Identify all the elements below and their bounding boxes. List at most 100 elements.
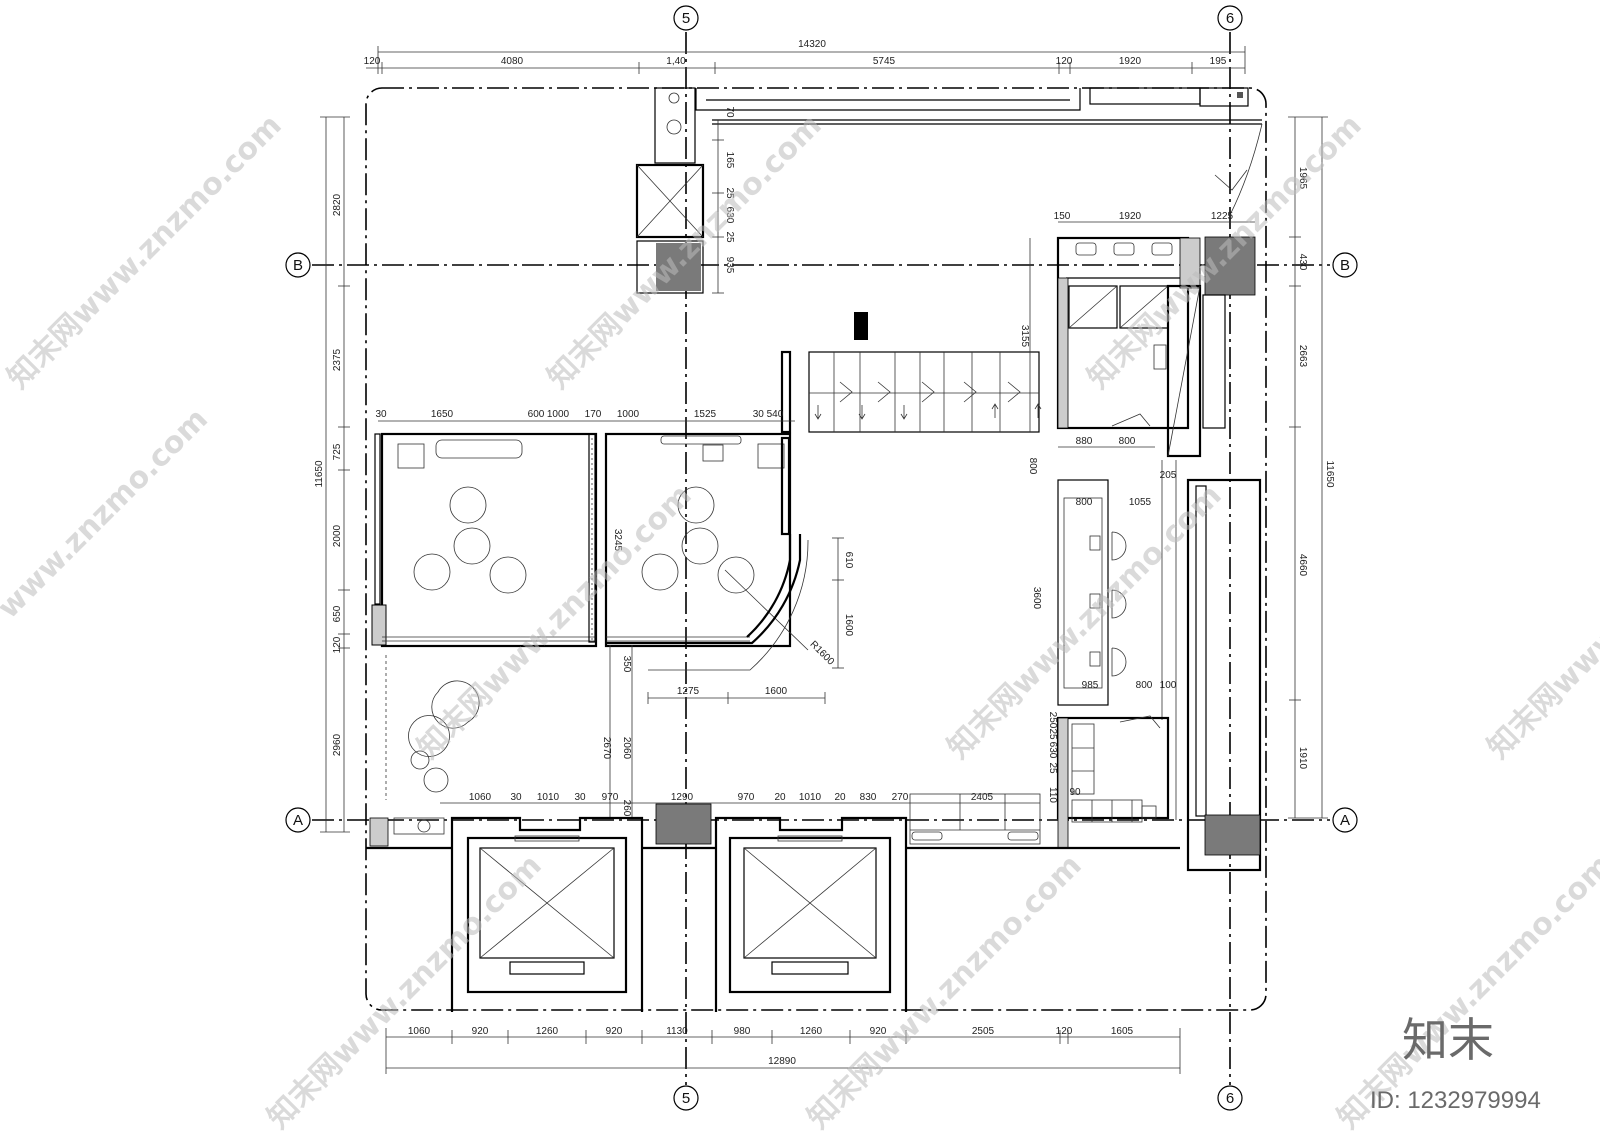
grid-bubble-5-bottom: 5 (673, 1085, 699, 1111)
svg-text:120: 120 (332, 636, 343, 653)
svg-text:知末网www.znzmo.com: 知末网www.znzmo.com (1481, 478, 1600, 766)
svg-text:970: 970 (738, 792, 755, 803)
svg-text:430: 430 (1297, 254, 1308, 271)
planter (385, 655, 480, 800)
svg-text:1,40: 1,40 (666, 56, 686, 67)
svg-text:20: 20 (834, 792, 846, 803)
svg-text:880: 880 (1076, 436, 1093, 447)
svg-text:1010: 1010 (799, 792, 822, 803)
north-wall (695, 87, 1263, 216)
svg-text:3245: 3245 (612, 529, 623, 552)
svg-text:2820: 2820 (332, 193, 343, 216)
top-dimension-chain: 14320 120 4080 1,40 5745 120 1920 195 (364, 39, 1246, 74)
svg-text:1275: 1275 (677, 686, 700, 697)
lift-shaft-2 (714, 816, 908, 1012)
svg-text:1525: 1525 (694, 409, 717, 420)
svg-text:1055: 1055 (1129, 497, 1152, 508)
svg-text:170: 170 (585, 409, 602, 420)
svg-text:11650: 11650 (1324, 460, 1335, 488)
svg-text:25: 25 (1047, 728, 1058, 740)
svg-text:1600: 1600 (843, 614, 854, 637)
svg-text:110: 110 (1047, 787, 1058, 803)
svg-text:70: 70 (724, 106, 735, 118)
svg-text:1260: 1260 (800, 1026, 823, 1037)
pantry: 250 25 630 25 110 90 (1047, 712, 1170, 849)
grid-lines (312, 32, 1330, 1085)
curved-wall: 610 1600 R1600 1275 1600 (606, 534, 854, 704)
svg-text:120: 120 (1056, 1026, 1073, 1037)
svg-text:2670: 2670 (601, 737, 612, 760)
svg-text:B: B (293, 257, 303, 274)
svg-text:5: 5 (682, 1090, 690, 1107)
svg-text:14320: 14320 (798, 39, 826, 50)
svg-text:1000: 1000 (547, 409, 570, 420)
svg-text:1130: 1130 (666, 1026, 688, 1037)
wc-block: 150 1920 1225 880 800 (1054, 211, 1256, 448)
svg-text:知末: 知末 (1402, 1013, 1494, 1067)
svg-text:1000: 1000 (617, 409, 640, 420)
svg-text:165: 165 (724, 152, 735, 169)
svg-text:725: 725 (332, 443, 343, 460)
svg-text:100: 100 (1160, 680, 1177, 691)
svg-text:1965: 1965 (1297, 167, 1308, 190)
south-wall-dimensions: 1060 30 1010 30 970 1290 970 20 1010 20 … (440, 792, 1040, 804)
mid-dimension-chain: 350 2670 2060 260 (601, 645, 633, 820)
svg-text:1605: 1605 (1111, 1026, 1134, 1037)
svg-text:1600: 1600 (765, 686, 788, 697)
svg-text:A: A (293, 812, 303, 829)
brand-logo: 知末 (1402, 1013, 1494, 1067)
left-dimension-chain: 2820 2375 725 2000 650 120 2960 11650 (314, 116, 350, 833)
svg-text:知末网www.znzmo.com: 知末网www.znzmo.com (261, 848, 549, 1131)
svg-text:知末网www.znzmo.com: 知末网www.znzmo.com (411, 478, 699, 766)
grid-bubble-6-top: 6 (1217, 5, 1243, 31)
lift-shaft-1 (450, 816, 644, 1012)
svg-text:www.znzmo.com: www.znzmo.com (0, 402, 215, 626)
svg-text:30: 30 (375, 409, 387, 420)
image-id-label: ID: 1232979994 (1370, 1087, 1541, 1114)
meeting-room-left (371, 432, 598, 648)
meeting-room-dimensions: 30 1650 600 1000 170 1000 1525 30 540 (375, 409, 795, 422)
svg-text:A: A (1340, 812, 1350, 829)
svg-text:3600: 3600 (1031, 587, 1042, 610)
svg-text:5745: 5745 (873, 56, 896, 67)
svg-text:1225: 1225 (1211, 211, 1234, 222)
svg-text:30: 30 (574, 792, 586, 803)
svg-text:12890: 12890 (768, 1056, 796, 1067)
svg-text:知末网www.znzmo.com: 知末网www.znzmo.com (941, 478, 1229, 766)
svg-text:920: 920 (870, 1026, 887, 1037)
top-service-core: 70 165 25 630 25 935 (635, 87, 735, 294)
svg-text:610: 610 (843, 552, 854, 569)
right-dimension-chain: 1965 430 2663 4660 1910 11650 (1288, 116, 1335, 819)
svg-text:1920: 1920 (1119, 211, 1142, 222)
bottom-dimension-chain: 1060 920 1260 920 1130 980 1260 920 2505… (385, 1026, 1181, 1074)
svg-text:2405: 2405 (971, 792, 994, 803)
svg-text:25: 25 (724, 231, 735, 243)
svg-text:B: B (1340, 257, 1350, 274)
svg-text:25: 25 (1047, 762, 1058, 774)
svg-text:260: 260 (621, 800, 632, 817)
svg-text:630: 630 (724, 207, 735, 224)
svg-text:1920: 1920 (1119, 56, 1142, 67)
svg-text:2663: 2663 (1297, 345, 1308, 368)
svg-text:1910: 1910 (1297, 747, 1308, 770)
svg-text:20: 20 (774, 792, 786, 803)
svg-text:5: 5 (682, 10, 690, 27)
grid-bubble-b-left: B (285, 252, 311, 278)
svg-text:知末网www.znzmo.com: 知末网www.znzmo.com (801, 848, 1089, 1131)
svg-text:970: 970 (602, 792, 619, 803)
svg-text:2060: 2060 (621, 737, 632, 760)
reception-desk: 800 1055 3600 985 800 100 (1031, 479, 1177, 706)
svg-text:6: 6 (1226, 1090, 1234, 1107)
grid-bubble-a-right: A (1332, 807, 1358, 833)
svg-text:350: 350 (621, 656, 632, 673)
svg-text:4660: 4660 (1297, 554, 1308, 577)
svg-text:11650: 11650 (314, 460, 325, 488)
svg-text:270: 270 (892, 792, 909, 803)
svg-text:650: 650 (332, 605, 343, 622)
svg-text:935: 935 (724, 257, 735, 274)
floor-boundary (365, 87, 1267, 1011)
svg-text:1260: 1260 (536, 1026, 559, 1037)
svg-text:120: 120 (1056, 56, 1073, 67)
svg-text:6: 6 (1226, 10, 1234, 27)
